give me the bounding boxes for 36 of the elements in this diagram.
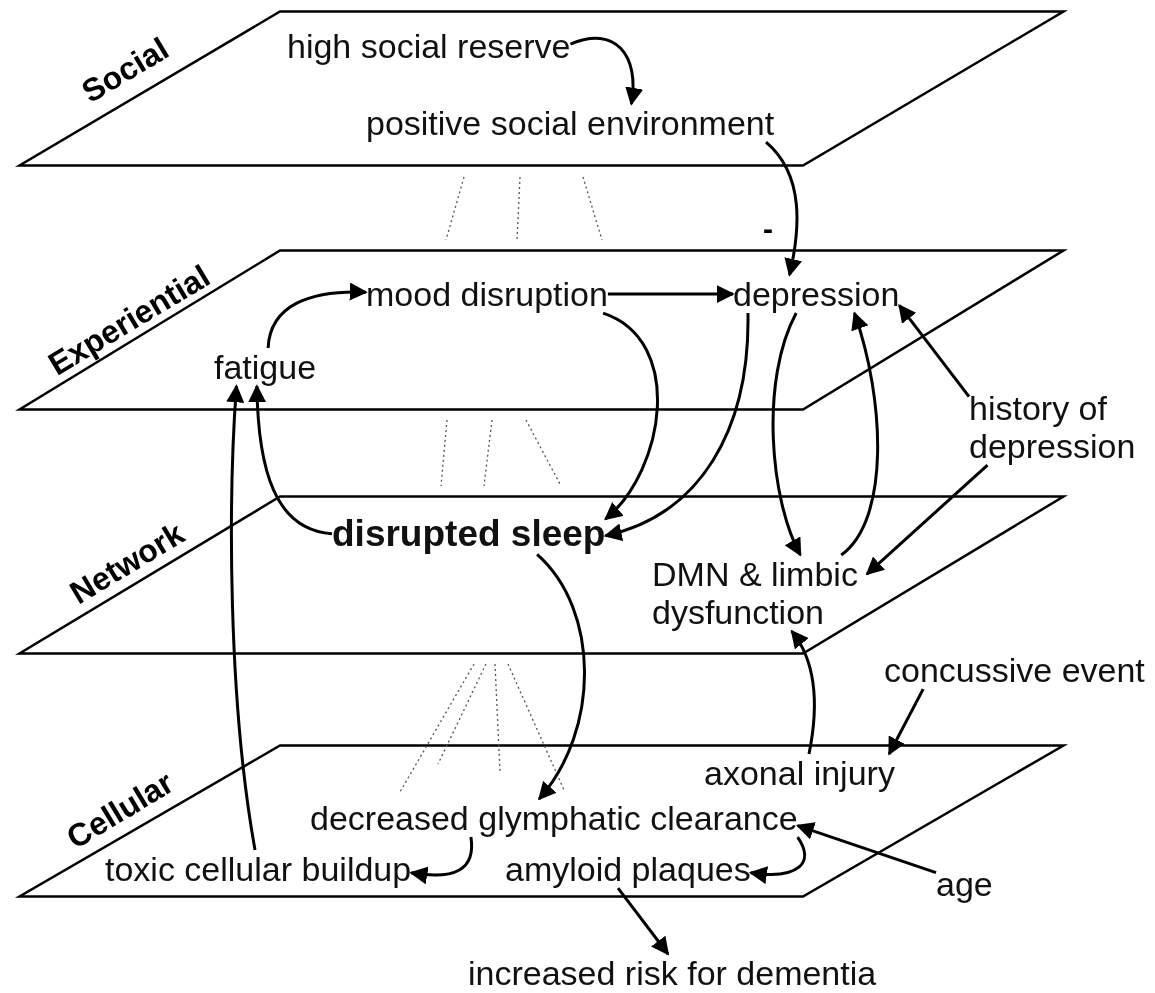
- node-label: axonal injury: [704, 754, 895, 793]
- arrow: [887, 688, 925, 756]
- node-label: toxic cellular buildup: [105, 850, 412, 889]
- node-label: history of depression: [969, 389, 1154, 466]
- arrow: [898, 304, 971, 398]
- arrow: [266, 282, 368, 349]
- arrow: [409, 836, 474, 884]
- node-label: amyloid plaques: [505, 850, 751, 889]
- arrow: [248, 384, 333, 536]
- layer-plane: [18, 495, 1065, 655]
- node-label: disrupted sleep: [332, 513, 606, 555]
- arrow: [603, 313, 750, 540]
- arrow: [865, 464, 989, 576]
- node-label: decreased glymphatic clearance: [310, 799, 798, 838]
- node-label: increased risk for dementia: [468, 954, 877, 993]
- arrow: [602, 311, 659, 521]
- node-label: age: [936, 865, 993, 904]
- arrow: [765, 141, 802, 277]
- layer-plane: [18, 10, 1065, 167]
- arrow: [790, 629, 817, 755]
- arrow: [607, 285, 735, 304]
- node-label: depression: [733, 275, 900, 314]
- arrow: [795, 822, 937, 875]
- arrow: [616, 887, 670, 956]
- arrow: [840, 311, 880, 557]
- node-label: mood disruption: [366, 275, 608, 314]
- node-label: positive social environment: [366, 104, 775, 143]
- arrow: [226, 384, 257, 851]
- arrow: [536, 553, 586, 801]
- node-label: DMN & limbic dysfunction: [652, 555, 867, 632]
- arrow: [771, 312, 802, 557]
- arrow: [748, 836, 806, 884]
- node-label: concussive event: [884, 651, 1145, 690]
- arrow: [569, 37, 643, 106]
- node-label: high social reserve: [287, 27, 571, 66]
- node-label: fatigue: [214, 348, 317, 387]
